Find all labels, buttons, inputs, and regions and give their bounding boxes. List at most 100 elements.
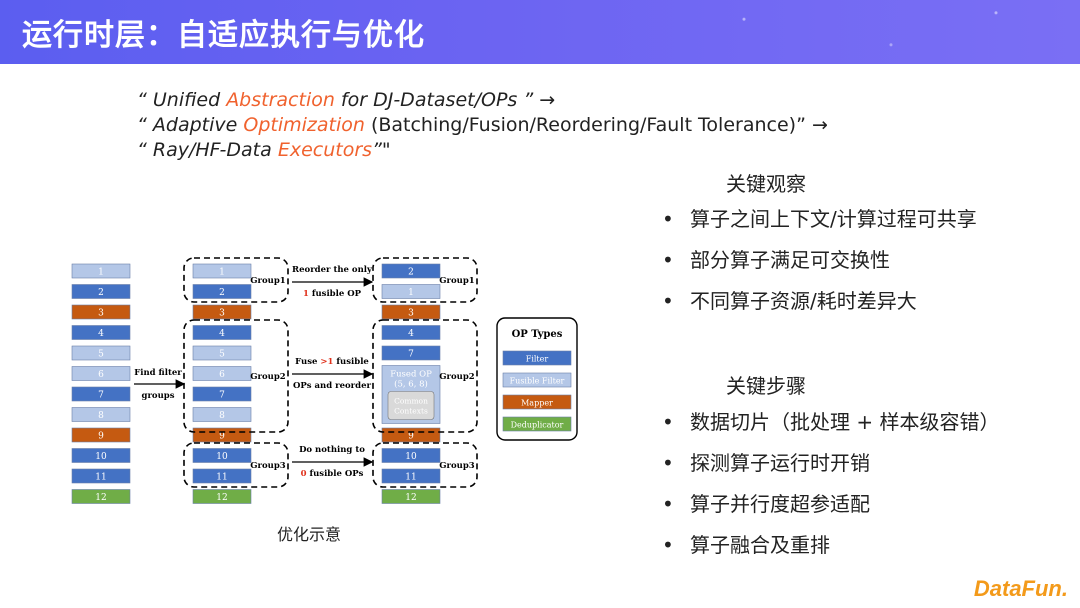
- op-label: 1: [219, 268, 225, 278]
- group-label: Group3: [439, 461, 475, 471]
- bullet-icon: •: [662, 533, 674, 557]
- legend-swatch: [502, 350, 572, 366]
- op-box: [381, 427, 441, 443]
- op-box: [381, 325, 441, 340]
- steps-heading: 关键步骤: [726, 374, 806, 398]
- action-label: Fuse >1 fusible: [295, 357, 369, 367]
- action-label-part: Fuse: [295, 357, 320, 367]
- list-item-text: 算子并行度超参适配: [690, 492, 870, 516]
- legend-swatch: [502, 372, 572, 388]
- op-label: 4: [408, 329, 414, 339]
- op-box: [192, 284, 252, 299]
- legend-title: OP Types: [512, 329, 563, 340]
- op-box: [192, 427, 252, 443]
- group-label: Group2: [250, 372, 286, 382]
- list-item: •不同算子资源/耗时差异大: [662, 281, 977, 322]
- op-box: [192, 448, 252, 463]
- action-number: 1: [303, 289, 309, 299]
- op-label: 11: [216, 473, 227, 483]
- line-text: Adaptive: [152, 114, 244, 136]
- list-item: • 探测算子运行时开销: [662, 443, 999, 484]
- bullet-icon: •: [662, 207, 674, 231]
- op-box: [192, 407, 252, 422]
- op-box: [71, 386, 131, 402]
- group-outline: [183, 442, 289, 488]
- op-label: 9: [98, 432, 104, 442]
- op-label: 8: [219, 411, 225, 421]
- header-decoration: [660, 0, 1080, 64]
- action-label-part: fusible OPs: [306, 469, 363, 479]
- list-item-text: 部分算子满足可交换性: [690, 248, 890, 272]
- op-label: 10: [216, 452, 228, 462]
- op-box: [71, 489, 131, 504]
- fused-op-members: (5, 6, 8): [394, 379, 428, 390]
- group-outline: [183, 257, 289, 303]
- highlight-text: Abstraction: [226, 89, 335, 111]
- group-label: Group1: [439, 276, 475, 286]
- observations-heading: 关键观察: [726, 172, 806, 196]
- legend-swatch: [502, 416, 572, 432]
- op-label: 5: [98, 350, 104, 360]
- arrow: →: [805, 114, 828, 136]
- bullet-icon: •: [662, 451, 674, 475]
- op-box: [71, 366, 131, 381]
- op-box: [381, 448, 441, 463]
- observations-list: • 算子之间上下文/计算过程可共享 •部分算子满足可交换性 •不同算子资源/耗时差…: [662, 199, 977, 322]
- list-item: •算子并行度超参适配: [662, 484, 999, 525]
- op-label: 12: [405, 493, 416, 503]
- op-label: 9: [219, 432, 225, 442]
- op-box: [381, 489, 441, 504]
- list-item-text: 算子之间上下文/计算过程可共享: [690, 207, 977, 231]
- op-box: [381, 345, 441, 361]
- find-filter-label: groups: [142, 391, 175, 401]
- op-label: 2: [408, 268, 414, 278]
- op-label: 11: [95, 473, 106, 483]
- line-text: for DJ-Dataset/OPs: [334, 89, 518, 111]
- op-label: 3: [219, 309, 225, 319]
- quote-close: ”": [372, 139, 391, 161]
- op-label: 7: [219, 391, 225, 401]
- op-label: 11: [405, 473, 416, 483]
- action-label-part: fusible: [333, 357, 369, 367]
- op-label: 6: [98, 370, 104, 380]
- pipeline-line-1: “ Unified Abstraction for DJ-Dataset/OPs…: [137, 88, 828, 113]
- op-label: 7: [408, 350, 414, 360]
- op-box: [192, 468, 252, 484]
- op-label: 9: [408, 432, 414, 442]
- op-label: 7: [98, 391, 104, 401]
- list-item-text: 探测算子运行时开销: [690, 451, 870, 475]
- common-contexts-box: [387, 391, 435, 420]
- fused-op-title: Fused OP: [390, 370, 432, 380]
- op-label: 3: [408, 309, 414, 319]
- op-box: [381, 263, 441, 279]
- op-label: 5: [219, 350, 225, 360]
- highlight-text: Optimization: [243, 114, 365, 136]
- op-box: [71, 427, 131, 443]
- legend-label: Fusible Filter: [510, 377, 565, 386]
- action-label: 1 fusible OP: [303, 289, 362, 299]
- op-box: [192, 386, 252, 402]
- op-label: 12: [216, 493, 227, 503]
- pipeline-line-2: “ Adaptive Optimization (Batching/Fusion…: [137, 113, 828, 138]
- steps-list: •数据切片（批处理 + 样本级容错） •探测算子运行时开销 •算子并行度超参适配…: [662, 402, 999, 566]
- action-label: Do nothing to: [299, 445, 365, 455]
- op-box: [192, 345, 252, 361]
- action-label: OPs and reorder: [293, 381, 372, 391]
- op-label: 2: [98, 288, 104, 298]
- highlight-text: Executors: [277, 139, 373, 161]
- bullet-icon: •: [662, 410, 674, 434]
- group-label: Group2: [439, 372, 475, 382]
- list-item-text: 不同算子资源/耗时差异大: [690, 289, 917, 313]
- group-label: Group3: [250, 461, 286, 471]
- quote-close: ”: [796, 114, 806, 136]
- action-label: 0 fusible OPs: [301, 469, 364, 479]
- op-label: 2: [219, 288, 225, 298]
- list-item: •部分算子满足可交换性: [662, 240, 977, 281]
- page-title: 运行时层：自适应执行与优化: [22, 18, 425, 53]
- op-box: [192, 489, 252, 504]
- list-item: • 算子之间上下文/计算过程可共享: [662, 199, 977, 240]
- op-label: 10: [405, 452, 417, 462]
